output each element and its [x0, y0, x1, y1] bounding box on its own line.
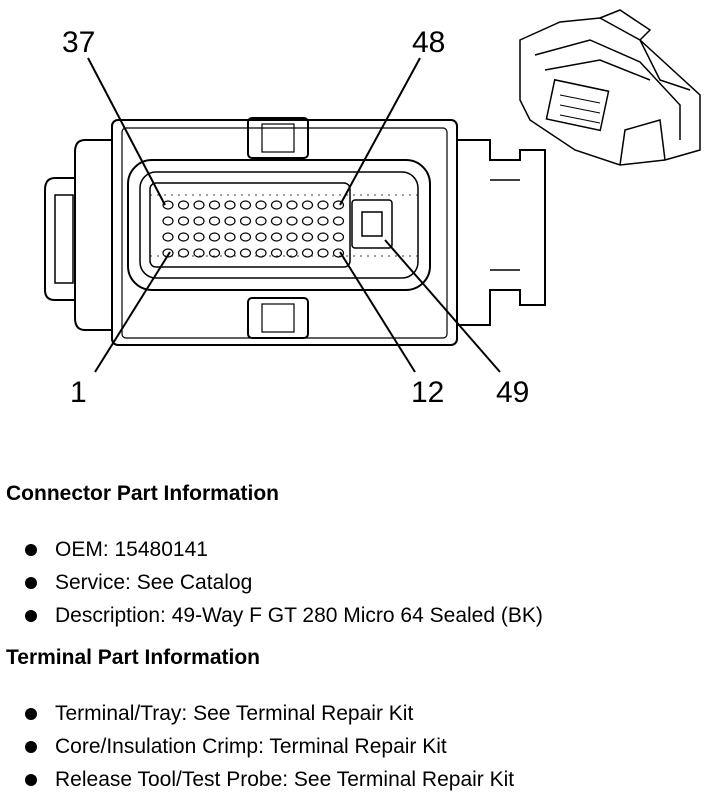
terminal-cavity: [332, 216, 345, 226]
leader-1: [94, 251, 171, 373]
callout-37: 37: [62, 26, 95, 59]
terminal-cavity: [270, 216, 283, 226]
bottom-tab: [247, 297, 309, 339]
terminal-cavity: [177, 248, 190, 258]
terminal-cavity: [162, 232, 174, 242]
callout-1: 1: [70, 376, 87, 409]
terminal-cavity: [239, 248, 252, 258]
list-item-text: Description: 49-Way F GT 280 Micro 64 Se…: [55, 604, 543, 627]
leader-49: [384, 239, 501, 373]
terminal-cavity: [177, 200, 190, 210]
terminal-cavity: [317, 248, 329, 258]
connector-diagram: 37 48 1 12 49: [44, 9, 701, 409]
terminal-cavity: [255, 216, 267, 226]
terminal-cavity: [239, 232, 252, 242]
terminal-cavity: [177, 232, 190, 242]
callout-12: 12: [411, 376, 444, 409]
connector-housing: [111, 119, 458, 346]
terminal-cavity: [332, 248, 345, 258]
terminal-cavity: [317, 200, 329, 210]
terminal-49-pocket: [351, 199, 393, 249]
terminal-cavity: [177, 216, 190, 226]
terminal-cavity: [239, 200, 252, 210]
list-item: Release Tool/Test Probe: See Terminal Re…: [0, 763, 514, 796]
terminal-cavity: [162, 200, 174, 210]
bullet-icon: [25, 610, 37, 622]
terminal-cavity: [208, 248, 221, 258]
terminal-cavity: [301, 200, 314, 210]
list-item-text: Core/Insulation Crimp: Terminal Repair K…: [55, 735, 447, 758]
list-item-text: OEM: 15480141: [55, 538, 208, 561]
terminal-cavity: [286, 248, 298, 258]
leader-37: [87, 57, 166, 206]
terminal-cavity: [208, 200, 221, 210]
terminal-cavity: [286, 232, 298, 242]
terminal-cavity: [270, 200, 283, 210]
bullet-icon: [25, 708, 37, 720]
terminal-cavity: [286, 216, 298, 226]
terminal-cavity: [162, 216, 174, 226]
list-item-text: Terminal/Tray: See Terminal Repair Kit: [55, 702, 414, 725]
terminal-cavity: [317, 216, 329, 226]
bullet-icon: [25, 577, 37, 589]
terminal-cavity: [270, 232, 283, 242]
terminal-cavity: [255, 200, 267, 210]
terminal-cavities: [162, 200, 345, 258]
leader-48: [339, 57, 421, 206]
terminal-cavity: [332, 232, 345, 242]
list-item-text: Release Tool/Test Probe: See Terminal Re…: [55, 768, 515, 791]
list-item: Description: 49-Way F GT 280 Micro 64 Se…: [0, 599, 543, 632]
left-latch: [74, 139, 112, 331]
list-item: OEM: 15480141: [0, 533, 543, 566]
terminal-cavity: [301, 232, 314, 242]
connector-info-title: Connector Part Information: [6, 482, 280, 505]
terminal-cavity: [193, 232, 205, 242]
terminal-cavity: [208, 216, 221, 226]
list-item-text: Service: See Catalog: [55, 571, 253, 594]
list-item: Service: See Catalog: [0, 566, 543, 599]
terminal-cavity: [301, 216, 314, 226]
terminal-cavity: [317, 232, 329, 242]
terminal-cavity: [193, 200, 205, 210]
terminal-cavity: [255, 248, 267, 258]
terminal-cavity: [193, 248, 205, 258]
terminal-cavity: [239, 216, 252, 226]
leader-12: [339, 251, 416, 373]
terminal-face: [127, 159, 431, 291]
connector-info-list: OEM: 15480141 Service: See Catalog Descr…: [0, 533, 543, 632]
terminal-cavity: [301, 248, 314, 258]
callout-49: 49: [496, 376, 529, 409]
top-tab: [247, 117, 309, 159]
terminal-cavity: [208, 232, 221, 242]
bullet-icon: [25, 774, 37, 786]
list-item: Core/Insulation Crimp: Terminal Repair K…: [0, 730, 514, 763]
list-item: Terminal/Tray: See Terminal Repair Kit: [0, 697, 514, 730]
terminal-cavity: [224, 248, 236, 258]
bullet-icon: [25, 544, 37, 556]
terminal-info-list: Terminal/Tray: See Terminal Repair Kit C…: [0, 697, 514, 796]
terminal-cavity: [193, 216, 205, 226]
terminal-cavity: [224, 232, 236, 242]
terminal-info-title: Terminal Part Information: [6, 646, 260, 669]
terminal-cavity: [332, 200, 345, 210]
terminal-cavity: [270, 248, 283, 258]
bullet-icon: [25, 741, 37, 753]
terminal-cavity: [286, 200, 298, 210]
right-lever: [457, 139, 546, 326]
connector-3d-thumbnail: [519, 9, 701, 166]
terminal-cavity: [224, 216, 236, 226]
callout-48: 48: [412, 26, 445, 59]
terminal-cavity: [255, 232, 267, 242]
terminal-cavity: [224, 200, 236, 210]
